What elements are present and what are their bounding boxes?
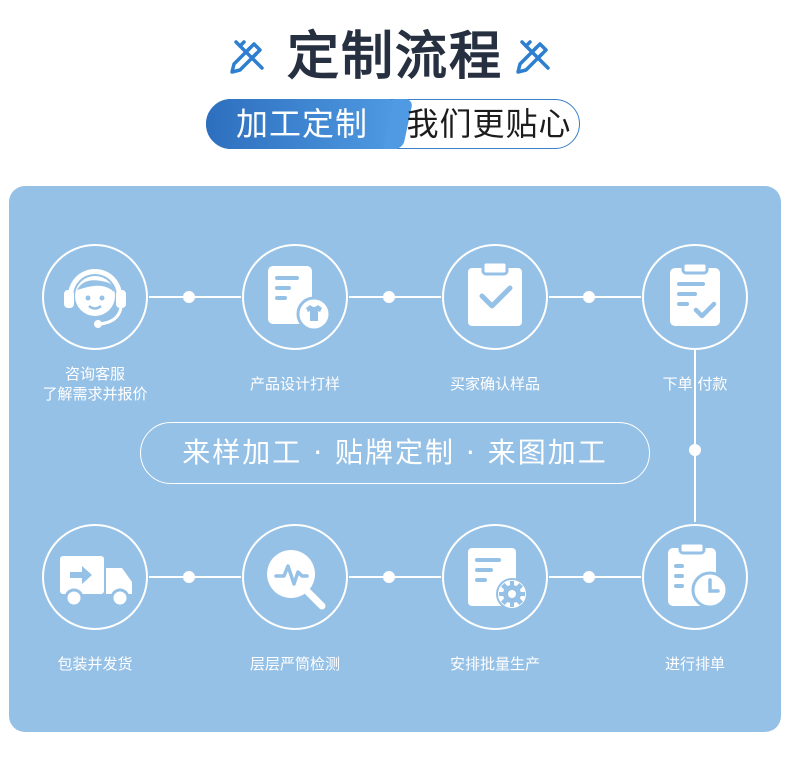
tagline-rest: 我们更贴心 — [406, 105, 572, 143]
connector-dot — [583, 571, 595, 583]
document-gear-icon — [468, 548, 528, 610]
page-title: 定制流程 — [286, 27, 503, 87]
step-3-label: 买家确认样品 — [449, 375, 540, 393]
connector-line — [549, 296, 641, 298]
connector-line — [149, 296, 241, 298]
step-2-circle — [242, 244, 348, 350]
delivery-truck-icon — [60, 556, 132, 608]
step-2-label: 产品设计打样 — [249, 375, 340, 393]
connector-dot — [689, 444, 701, 456]
connector-dot — [183, 571, 195, 583]
step-6-circle — [442, 524, 548, 630]
pencil-ruler-icon — [516, 40, 550, 74]
tagline-pill: 加工定制 我们更贴心 — [206, 99, 580, 149]
connector-line — [349, 576, 441, 578]
header: 定制流程 — [0, 22, 790, 92]
step-7-circle — [242, 524, 348, 630]
connector-line-vertical — [694, 350, 696, 522]
step-5-label: 进行排单 — [664, 655, 725, 673]
connector-dot — [183, 291, 195, 303]
pencil-ruler-icon — [230, 40, 264, 74]
service-banner: 来样加工 · 贴牌定制 · 来图加工 — [140, 422, 650, 484]
headset-agent-icon — [64, 269, 126, 328]
clipboard-clock-icon — [668, 541, 729, 609]
tagline-highlight: 加工定制 — [206, 99, 398, 149]
connector-dot — [383, 571, 395, 583]
magnifier-pulse-icon — [267, 550, 326, 610]
connector-line — [549, 576, 641, 578]
connector-line — [149, 576, 241, 578]
step-6-label: 安排批量生产 — [449, 655, 540, 673]
step-3-circle — [442, 244, 548, 350]
step-1-line2: 了解需求并报价 — [42, 385, 148, 403]
clipboard-check-icon — [468, 260, 522, 326]
connector-dot — [383, 291, 395, 303]
step-1-line1: 咨询客服 — [64, 365, 125, 383]
clipboard-checklist-icon — [670, 261, 720, 326]
step-8-circle — [42, 524, 148, 630]
step-4-label: 下单 付款 — [662, 375, 728, 393]
step-7-label: 层层严筒检测 — [249, 655, 340, 673]
step-8-label: 包装并发货 — [57, 655, 133, 673]
step-1-label: 咨询客服 了解需求并报价 — [9, 364, 181, 404]
step-1-circle — [42, 244, 148, 350]
step-5-circle — [642, 524, 748, 630]
connector-dot — [583, 291, 595, 303]
step-4-circle — [642, 244, 748, 350]
connector-line — [349, 296, 441, 298]
document-tshirt-icon — [268, 266, 332, 332]
process-panel: 咨询客服 了解需求并报价 产品设计打样 买家确认样品 — [9, 186, 781, 732]
